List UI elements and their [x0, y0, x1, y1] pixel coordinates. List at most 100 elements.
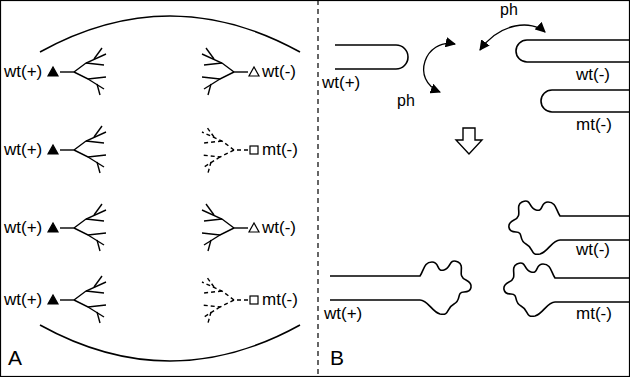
- hypha-branch: [94, 126, 102, 137]
- panel-letter: A: [8, 346, 22, 370]
- hypha-branch: [60, 71, 74, 72]
- hypha-branch: [94, 276, 102, 287]
- hypha-tube: [335, 45, 408, 69]
- strain-label: mt(-): [262, 290, 298, 310]
- hypha-branch: [204, 157, 220, 167]
- panel-divider: [317, 0, 318, 377]
- strain-label: mt(-): [262, 140, 298, 160]
- open-square: [250, 146, 258, 154]
- hypha-branch: [204, 235, 220, 245]
- hypha-branch: [234, 149, 248, 150]
- hypha-branch: [97, 312, 100, 323]
- hypha-branch: [202, 210, 234, 228]
- hypha-branch: [74, 300, 106, 307]
- hypha-branch: [202, 132, 234, 150]
- filled-triangle: [48, 295, 58, 304]
- hyphae: [60, 48, 106, 95]
- strain-label: wt(+): [324, 304, 362, 324]
- hypha-branch: [74, 228, 106, 235]
- strain-label: wt(+): [322, 73, 360, 93]
- hypha-branch: [88, 157, 104, 167]
- strain-label: ph: [500, 1, 518, 19]
- hypha-branch: [234, 227, 248, 228]
- hypha-branch: [74, 282, 106, 300]
- hypha-branch: [202, 54, 234, 72]
- branching-tube: [509, 201, 630, 254]
- hyphae: [202, 204, 248, 251]
- hypha-branch: [204, 63, 222, 65]
- hypha-branch: [234, 299, 248, 300]
- hypha-branch: [204, 307, 220, 317]
- hypha-branch: [202, 282, 234, 300]
- hypha-branch: [94, 204, 102, 215]
- strain-label: wt(+): [4, 218, 42, 238]
- hypha-branch: [94, 48, 102, 59]
- hypha-branch: [206, 276, 214, 287]
- hypha-branch: [86, 219, 104, 221]
- strain-label: wt(-): [262, 218, 296, 238]
- strain-label: wt(-): [576, 240, 610, 260]
- hypha-branch: [234, 71, 248, 72]
- hypha-branch: [60, 299, 74, 300]
- hypha-branch: [74, 132, 106, 150]
- hyphae: [60, 204, 106, 251]
- panel-letter: B: [330, 346, 344, 370]
- transition-arrow: [456, 128, 482, 154]
- hypha-branch: [97, 240, 100, 251]
- hypha-branch: [74, 150, 106, 157]
- hypha-branch: [206, 126, 214, 137]
- strain-label: wt(+): [4, 290, 42, 310]
- hypha-branch: [204, 79, 220, 89]
- hypha-branch: [74, 54, 106, 72]
- hypha-branch: [74, 210, 106, 228]
- open-triangle: [249, 67, 259, 76]
- hypha-tube: [541, 90, 630, 112]
- open-square: [250, 296, 258, 304]
- hypha-branch: [74, 72, 106, 79]
- strain-label: mt(-): [576, 115, 612, 135]
- strain-label: ph: [397, 92, 415, 110]
- hypha-branch: [202, 300, 234, 307]
- hypha-branch: [86, 291, 104, 293]
- strain-label: wt(-): [576, 65, 610, 85]
- open-triangle: [249, 223, 259, 232]
- hypha-branch: [204, 219, 222, 221]
- hypha-branch: [208, 240, 211, 251]
- hypha-branch: [88, 235, 104, 245]
- hypha-tube: [516, 40, 630, 62]
- filled-triangle: [48, 145, 58, 154]
- mutant-hyphae: [202, 126, 248, 173]
- hypha-branch: [208, 84, 211, 95]
- hyphae: [60, 126, 106, 173]
- strain-label: wt(+): [4, 140, 42, 160]
- hypha-branch: [202, 72, 234, 79]
- plate-arc: [40, 325, 300, 361]
- strain-label: mt(-): [576, 304, 612, 324]
- hypha-branch: [208, 312, 211, 323]
- hypha-branch: [60, 149, 74, 150]
- filled-triangle: [48, 223, 58, 232]
- hypha-branch: [86, 141, 104, 143]
- hypha-branch: [97, 162, 100, 173]
- pheromone-arrow: [424, 43, 455, 92]
- plate-arc: [40, 16, 300, 52]
- hypha-branch: [204, 291, 222, 293]
- hypha-branch: [208, 162, 211, 173]
- pheromone-arrow: [480, 25, 545, 50]
- strain-label: wt(+): [4, 62, 42, 82]
- hyphae: [60, 276, 106, 323]
- hypha-branch: [204, 141, 222, 143]
- mutant-hyphae: [202, 276, 248, 323]
- hypha-branch: [60, 227, 74, 228]
- filled-triangle: [48, 67, 58, 76]
- hypha-branch: [88, 79, 104, 89]
- strain-label: wt(-): [262, 62, 296, 82]
- hyphae: [202, 48, 248, 95]
- hypha-branch: [206, 204, 214, 215]
- hypha-branch: [86, 63, 104, 65]
- hypha-branch: [206, 48, 214, 59]
- hypha-branch: [97, 84, 100, 95]
